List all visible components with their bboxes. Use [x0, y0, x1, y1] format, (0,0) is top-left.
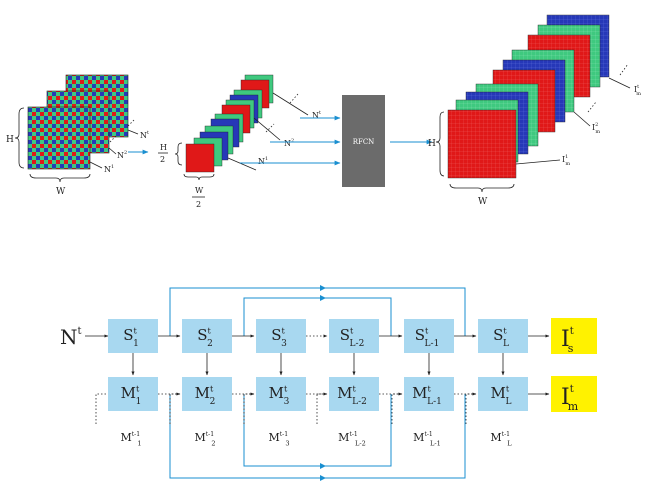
skip-arrowhead-1	[320, 285, 326, 291]
seq-line-1	[90, 162, 102, 168]
prev-state-feed	[170, 394, 180, 424]
output-stack	[448, 15, 609, 178]
prev-state-feed	[317, 394, 327, 424]
packed-line-t	[273, 93, 308, 115]
output-s-box	[551, 318, 597, 354]
half-w-brace	[184, 174, 214, 180]
bayer-stack	[28, 75, 128, 169]
out-line-1	[516, 160, 560, 164]
bayer-h-brace	[15, 108, 24, 168]
half-w-num: W	[195, 186, 204, 195]
packed-line-2	[254, 118, 280, 140]
half-h-brace	[175, 143, 182, 165]
bayer-w-label: W	[56, 187, 66, 197]
prev-state-feed	[244, 394, 254, 424]
bayer-w-brace	[30, 174, 90, 182]
seq-line-t	[128, 130, 138, 134]
out-dots	[620, 64, 628, 75]
prev-state-feed	[392, 394, 402, 424]
packed-dots	[290, 94, 298, 103]
packed-dots-2	[266, 124, 274, 132]
bayer-frame-1	[28, 107, 90, 169]
out-line-2	[574, 112, 590, 126]
seq-line-2	[109, 148, 116, 154]
prev-state-feed	[466, 394, 476, 424]
out-w-brace	[450, 184, 514, 192]
seq-label-t: Nt	[140, 130, 149, 140]
seq-dots	[128, 120, 134, 126]
skip-arrowhead-3	[320, 475, 326, 481]
bayer-h-label: H	[6, 135, 14, 145]
half-h-den: 2	[160, 155, 165, 164]
out-line-t	[609, 78, 630, 88]
rfcn-label: RFCN	[353, 138, 375, 146]
seq-label-1: N1	[104, 164, 114, 174]
out-dots-2	[588, 102, 596, 112]
half-w-den: 2	[196, 200, 201, 209]
seq-label-2: N2	[117, 150, 127, 160]
mid-label-1: N1	[258, 156, 268, 166]
half-h-num: H	[160, 143, 167, 152]
mid-label-2: N2	[284, 138, 294, 148]
skip-arrowhead-2	[320, 295, 326, 301]
prev-state-feed	[96, 394, 106, 424]
skip-arrowhead-4	[320, 463, 326, 469]
input-label: Nt	[60, 325, 82, 349]
out-w-label: W	[478, 197, 488, 207]
out-h-brace	[436, 112, 444, 176]
out-h-label: H	[428, 139, 436, 149]
packed-line-1	[228, 158, 256, 170]
